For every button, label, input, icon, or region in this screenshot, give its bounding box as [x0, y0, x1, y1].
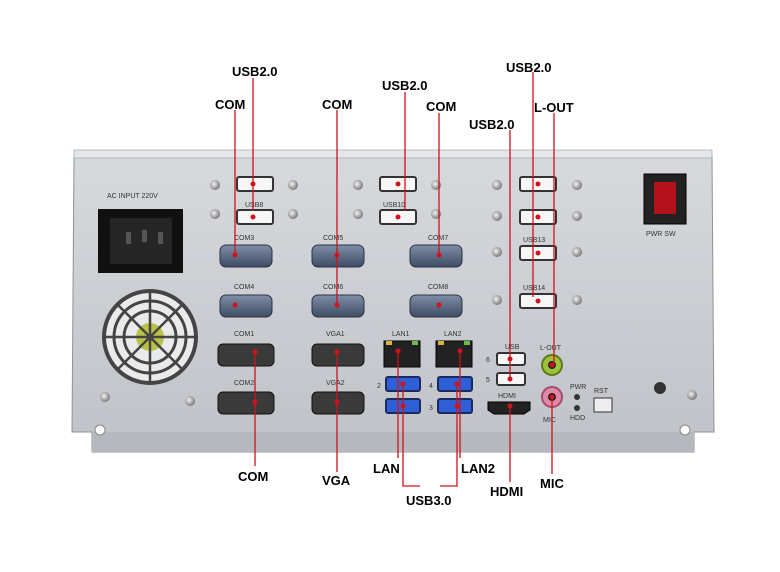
- pwr-sw-label: PWR SW: [646, 231, 676, 238]
- usb3-2-label: 2: [377, 383, 381, 390]
- callout-com-middle: COM: [322, 97, 352, 112]
- panel-screws: [100, 180, 697, 406]
- callout-usb20-right: USB2.0: [506, 60, 552, 75]
- vga1-label: VGA1: [326, 331, 345, 338]
- com8-label: COM8: [428, 284, 448, 291]
- callout-usb30: USB3.0: [406, 493, 452, 508]
- com7-label: COM7: [428, 235, 448, 242]
- usb8-label: USB8: [245, 202, 263, 209]
- ac-input-label: AC INPUT 220V: [107, 193, 158, 200]
- callout-usb20-middle: USB2.0: [382, 78, 428, 93]
- status-indicators: PWR HDD RST: [570, 382, 666, 422]
- lout-panel-label: L-OUT: [540, 345, 562, 352]
- leader-dots: [232, 181, 555, 409]
- usb-label: USB: [505, 344, 520, 351]
- com-ports: COM3 COM5 COM7 COM4 COM6 COM8 COM1 COM2: [217, 235, 463, 415]
- com6-label: COM6: [323, 284, 343, 291]
- usb13-label: USB13: [523, 237, 545, 244]
- callout-usb20-front: USB2.0: [469, 117, 515, 132]
- callout-com-left: COM: [215, 97, 245, 112]
- hdd-led-label: HDD: [570, 415, 585, 422]
- leader-lines: [234, 72, 555, 487]
- com4-label: COM4: [234, 284, 254, 291]
- ac-input-socket: AC INPUT 220V: [98, 193, 183, 273]
- pwr-led-label: PWR: [570, 384, 586, 391]
- callout-com-right: COM: [426, 99, 456, 114]
- callout-lan: LAN: [373, 461, 400, 476]
- com2-label: COM2: [234, 380, 254, 387]
- callout-lout: L-OUT: [534, 100, 574, 115]
- callout-com-bottom: COM: [238, 469, 268, 484]
- power-switch: PWR SW: [643, 173, 687, 238]
- com5-label: COM5: [323, 235, 343, 242]
- callout-usb20-left: USB2.0: [232, 64, 278, 79]
- usb-6-label: 6: [486, 357, 490, 364]
- vga2-label: VGA2: [326, 380, 345, 387]
- lan2-label: LAN2: [444, 331, 462, 338]
- usb-5-label: 5: [486, 377, 490, 384]
- usb14-label: USB14: [523, 285, 545, 292]
- hdmi-panel-label: HDMI: [498, 393, 516, 400]
- usb10-label: USB10: [383, 202, 405, 209]
- callout-lan2: LAN2: [461, 461, 495, 476]
- rst-label: RST: [594, 388, 609, 395]
- com1-label: COM1: [234, 331, 254, 338]
- lan-ports: LAN1 LAN2: [383, 331, 473, 368]
- callout-mic: MIC: [540, 476, 564, 491]
- usb3-3-label: 3: [429, 405, 433, 412]
- usb3-4-label: 4: [429, 383, 433, 390]
- fan-grille: [102, 289, 198, 385]
- callout-vga: VGA: [322, 473, 351, 488]
- callout-labels: USB2.0 COM COM USB2.0 COM USB2.0 USB2.0 …: [215, 60, 574, 508]
- mic-panel-label: MIC: [543, 417, 556, 424]
- lan1-label: LAN1: [392, 331, 410, 338]
- callout-hdmi: HDMI: [490, 484, 523, 499]
- com3-label: COM3: [234, 235, 254, 242]
